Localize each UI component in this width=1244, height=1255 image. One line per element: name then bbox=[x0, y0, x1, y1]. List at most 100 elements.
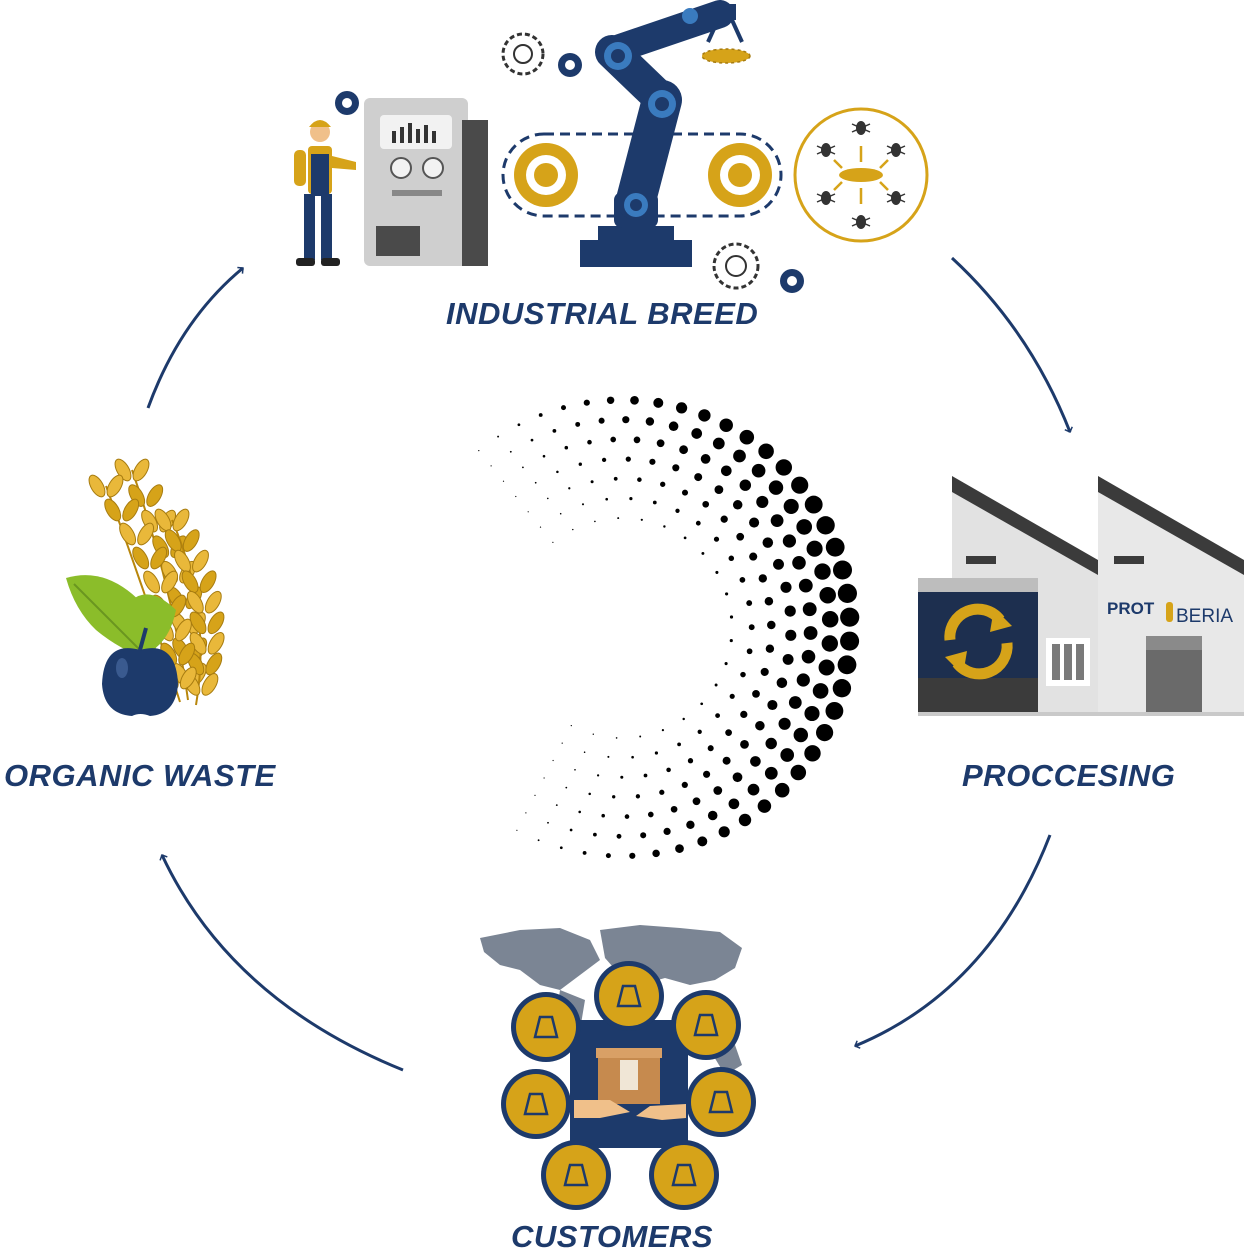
stage-label-organic-waste: ORGANIC WASTE bbox=[4, 758, 276, 793]
crescent-dot bbox=[683, 536, 687, 540]
crescent-dot bbox=[559, 512, 562, 515]
crescent-dot bbox=[522, 466, 524, 469]
crescent-dot bbox=[661, 729, 665, 732]
gear-icon bbox=[558, 53, 582, 77]
crescent-dot bbox=[515, 495, 517, 498]
crescent-dot bbox=[801, 649, 816, 664]
crescent-dot bbox=[729, 693, 735, 699]
crescent-dot bbox=[625, 456, 631, 462]
crescent-dot bbox=[516, 829, 518, 831]
industrial-breed-illustration bbox=[294, 0, 929, 293]
dotted-crescent bbox=[478, 395, 860, 859]
crescent-dot bbox=[663, 827, 671, 836]
crescent-dot bbox=[570, 725, 572, 727]
machine-icon bbox=[364, 98, 488, 266]
crescent-dot bbox=[806, 540, 823, 557]
crescent-dot bbox=[697, 729, 702, 734]
crescent-dot bbox=[593, 832, 597, 837]
crescent-dot bbox=[837, 583, 857, 603]
crescent-dot bbox=[840, 631, 860, 651]
arrow-customers-to-waste bbox=[159, 854, 404, 1072]
crescent-dot bbox=[768, 480, 784, 495]
crescent-dot bbox=[552, 759, 554, 762]
crescent-dot bbox=[733, 449, 746, 463]
crescent-dot bbox=[569, 828, 573, 832]
crescent-dot bbox=[543, 777, 545, 779]
crescent-dot bbox=[748, 624, 755, 631]
crescent-dot bbox=[534, 481, 537, 484]
crescent-dot bbox=[739, 479, 752, 491]
crescent-dot bbox=[821, 611, 839, 628]
crescent-dot bbox=[694, 473, 703, 482]
crescent-dot bbox=[582, 850, 587, 855]
crescent-dot bbox=[725, 592, 729, 596]
crescent-dot bbox=[539, 526, 542, 528]
crescent-dot bbox=[556, 470, 559, 474]
crescent-dot bbox=[695, 520, 701, 526]
crescent-dot bbox=[776, 677, 788, 689]
crescent-dot bbox=[783, 498, 799, 514]
crescent-dot bbox=[802, 602, 817, 617]
crescent-dot bbox=[534, 794, 536, 797]
agriculture-icon bbox=[501, 1069, 571, 1139]
crescent-dot bbox=[782, 653, 794, 665]
crescent-dot bbox=[788, 696, 802, 709]
crescent-dot bbox=[747, 783, 760, 796]
crescent-dot bbox=[798, 578, 813, 593]
crescent-dot bbox=[594, 520, 596, 523]
crescent-dot bbox=[740, 740, 749, 749]
gear-icon bbox=[780, 269, 804, 293]
crescent-dot bbox=[729, 615, 734, 619]
crescent-dot bbox=[729, 639, 733, 643]
crescent-dot bbox=[791, 476, 809, 494]
crescent-dot bbox=[538, 413, 543, 417]
arrow-processing-to-customers bbox=[854, 834, 1052, 1049]
crescent-dot bbox=[610, 436, 617, 443]
crescent-dot bbox=[596, 774, 600, 777]
robot-arm-icon bbox=[580, 0, 751, 267]
brand-logo-larva-icon bbox=[1166, 602, 1173, 622]
crescent-dot bbox=[592, 733, 594, 735]
crescent-dot bbox=[575, 421, 581, 427]
crescent-dot bbox=[719, 418, 733, 432]
crescent-dot bbox=[770, 514, 784, 527]
crescent-dot bbox=[714, 485, 724, 494]
pets-icon bbox=[671, 990, 741, 1060]
crescent-dot bbox=[517, 423, 521, 427]
crescent-dot bbox=[700, 702, 704, 706]
crescent-dot bbox=[590, 480, 594, 484]
crescent-dot bbox=[764, 597, 774, 606]
crescent-dot bbox=[832, 560, 853, 580]
crescent-dot bbox=[643, 773, 648, 778]
crescent-dot bbox=[607, 755, 610, 758]
crescent-dot bbox=[622, 416, 630, 424]
crescent-dot bbox=[715, 570, 719, 574]
crescent-dot bbox=[583, 399, 590, 406]
crescent-dot bbox=[629, 852, 636, 859]
crescent-dot bbox=[564, 445, 569, 450]
crescent-dot bbox=[758, 574, 767, 583]
crescent-dot bbox=[812, 683, 829, 699]
crescent-dot bbox=[724, 662, 728, 666]
crescent-dot bbox=[617, 517, 620, 520]
crescent-dot bbox=[732, 500, 743, 510]
crescent-dot bbox=[825, 537, 845, 557]
crescent-dot bbox=[702, 500, 710, 508]
worker-icon bbox=[294, 120, 356, 266]
crescent-dot bbox=[756, 495, 769, 508]
crescent-dot bbox=[652, 849, 660, 858]
crescent-dot bbox=[775, 459, 793, 476]
crescent-dot bbox=[825, 701, 844, 720]
stage-label-industrial-breed: INDUSTRIAL BREED bbox=[446, 296, 759, 331]
crescent-dot bbox=[581, 503, 585, 506]
crescent-dot bbox=[819, 586, 836, 604]
stage-label-processing: PROCCESING bbox=[962, 758, 1176, 793]
crescent-dot bbox=[804, 745, 821, 762]
industry-icon bbox=[541, 1140, 611, 1210]
crescent-dot bbox=[568, 487, 571, 490]
crescent-dot bbox=[691, 428, 703, 439]
crescent-dot bbox=[572, 528, 574, 531]
crescent-dot bbox=[616, 833, 622, 839]
arrow-waste-to-breed bbox=[146, 266, 244, 409]
